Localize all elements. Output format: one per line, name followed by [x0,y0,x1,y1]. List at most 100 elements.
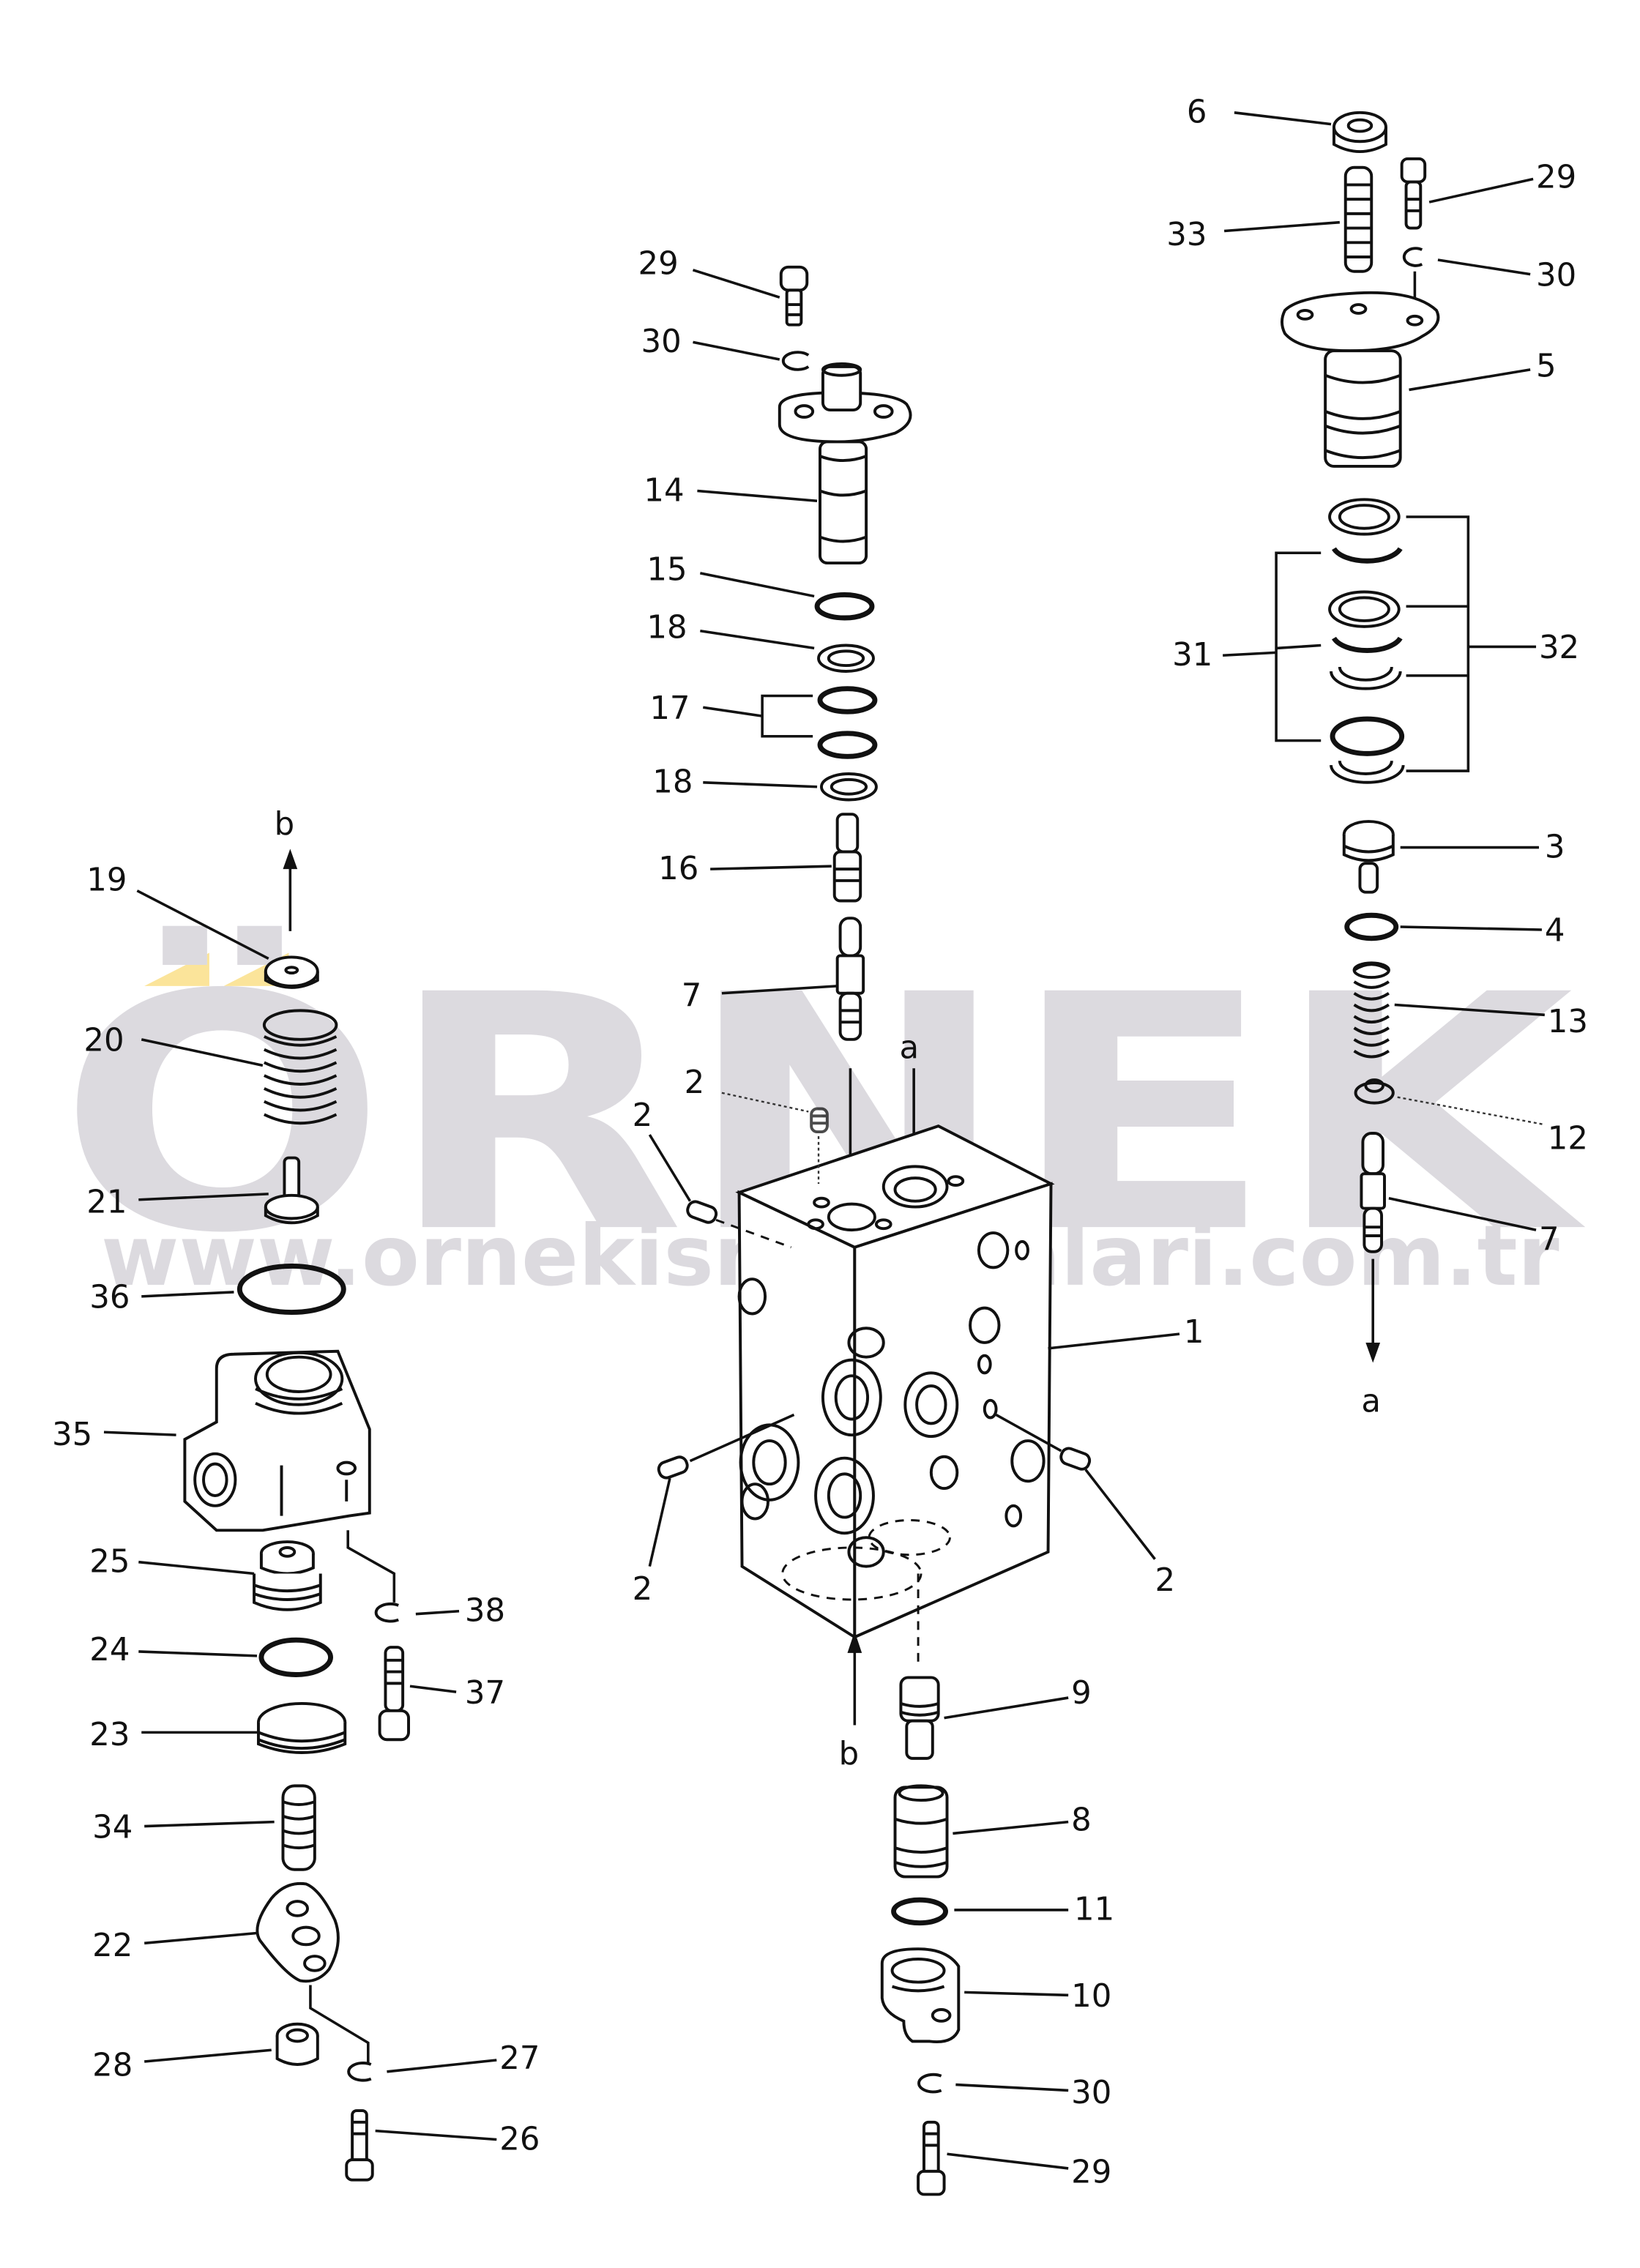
part-37-bolt [378,1646,410,1742]
callout-24: 24 [89,1632,130,1668]
callout-30-right: 30 [1536,257,1576,294]
part-29-bolt-top [779,265,809,327]
callout-10: 10 [1071,1978,1111,2015]
part-23-plug [256,1701,347,1754]
left-assembly: b 19 20 21 36 [52,806,540,2182]
part-9-plunger [899,1676,940,1760]
callout-1: 1 [1184,1314,1204,1351]
callout-31: 31 [1172,637,1212,674]
part-18-backup-ring-b [820,772,878,802]
callout-30-top: 30 [641,324,681,360]
callout-36: 36 [89,1280,130,1316]
callout-15: 15 [646,552,687,589]
part-30-washer-bottom [917,2073,942,2094]
part-33-stud [1343,165,1374,273]
part-2-plug-left [657,1455,689,1480]
callout-25: 25 [89,1543,130,1580]
part-17-o-ring-lower [817,731,878,759]
callout-29-bottom: 29 [1071,2155,1111,2191]
part-2-plug-left-top [686,1200,718,1224]
callout-6: 6 [1187,94,1207,131]
callout-33: 33 [1166,217,1207,253]
callout-18-a: 18 [646,610,687,646]
center-top-assembly: 29 30 14 15 18 17 [638,246,912,1213]
part-31-32-ring-set [1328,498,1405,784]
part-29-bolt-right [1400,157,1427,230]
callout-3: 3 [1545,829,1565,865]
callout-8: 8 [1071,1802,1092,1838]
callout-4: 4 [1545,913,1565,950]
callout-11: 11 [1074,1892,1114,1928]
callout-7-right: 7 [1539,1222,1559,1258]
part-35-block [183,1349,371,1532]
part-7-spool-right [1360,1132,1386,1253]
part-4-o-ring [1344,912,1399,941]
part-38-washer [374,1602,399,1623]
right-assembly: 6 33 29 30 [1166,94,1588,1420]
part-24-o-ring [258,1637,334,1677]
part-15-o-ring [814,592,875,621]
part-28-nut [275,2022,319,2066]
callout-5: 5 [1536,348,1557,385]
callout-35: 35 [52,1417,92,1453]
callout-32: 32 [1539,630,1579,666]
part-2-plug-right [1059,1447,1092,1471]
callout-23: 23 [89,1717,130,1753]
marker-a-top: a [899,1029,919,1066]
callout-19: 19 [86,862,127,899]
callout-20: 20 [83,1023,124,1059]
part-26-bolt [345,2109,374,2182]
part-30-washer-top [781,351,810,371]
callout-34: 34 [92,1809,133,1846]
part-19-retainer [264,955,319,989]
callout-28: 28 [92,2048,133,2084]
part-18-backup-ring-a [817,644,875,673]
callout-38: 38 [465,1593,505,1630]
part-25-plug [253,1540,322,1611]
callout-27: 27 [499,2040,540,2077]
callout-13: 13 [1548,1004,1588,1040]
part-16-piston [832,813,862,903]
callout-17: 17 [649,690,690,727]
part-6-nut [1332,111,1387,153]
part-2-plug-top [810,1107,829,1134]
callout-7-center: 7 [682,977,702,1014]
part-7-spool-center [835,917,865,1041]
callout-26: 26 [499,2121,540,2157]
callout-9: 9 [1071,1675,1092,1712]
part-12-seat [1354,1078,1395,1105]
part-3-piston [1342,820,1395,894]
callout-29-top: 29 [638,246,679,283]
callout-30-bottom: 30 [1071,2075,1111,2111]
part-11-o-ring [891,1897,948,1926]
part-27-washer [347,2062,372,2082]
callout-16: 16 [658,851,698,887]
part-8-sleeve [893,1784,949,1879]
callout-29-right: 29 [1536,159,1576,195]
part-36-o-ring [236,1263,346,1315]
part-20-spring [262,1009,338,1125]
callout-14: 14 [644,472,684,509]
callout-2-left: 2 [633,1571,653,1608]
callout-37: 37 [465,1675,505,1712]
callout-2-left-top: 2 [633,1097,653,1134]
callout-12: 12 [1548,1121,1588,1157]
part-22-cover [256,1881,340,1983]
callout-18-b: 18 [652,764,693,801]
callout-22: 22 [92,1928,133,1964]
part-14-cover [778,362,912,565]
part-29-bolt-bottom [917,2120,946,2196]
part-21-poppet [264,1156,319,1225]
part-30-washer-right [1402,247,1423,267]
callout-21: 21 [86,1184,127,1220]
part-5-cover [1281,291,1440,468]
center-bottom-assembly: 9 8 11 10 30 29 [880,1675,1114,2196]
part-13-spring [1352,961,1390,1059]
marker-b-bottom: b [839,1736,860,1772]
part-17-o-ring-upper [817,686,878,715]
marker-b-top: b [275,806,295,843]
part-10-cover [880,1947,961,2043]
main-valve-body: a 1 [633,1029,1204,1772]
callout-2-right: 2 [1155,1562,1175,1599]
